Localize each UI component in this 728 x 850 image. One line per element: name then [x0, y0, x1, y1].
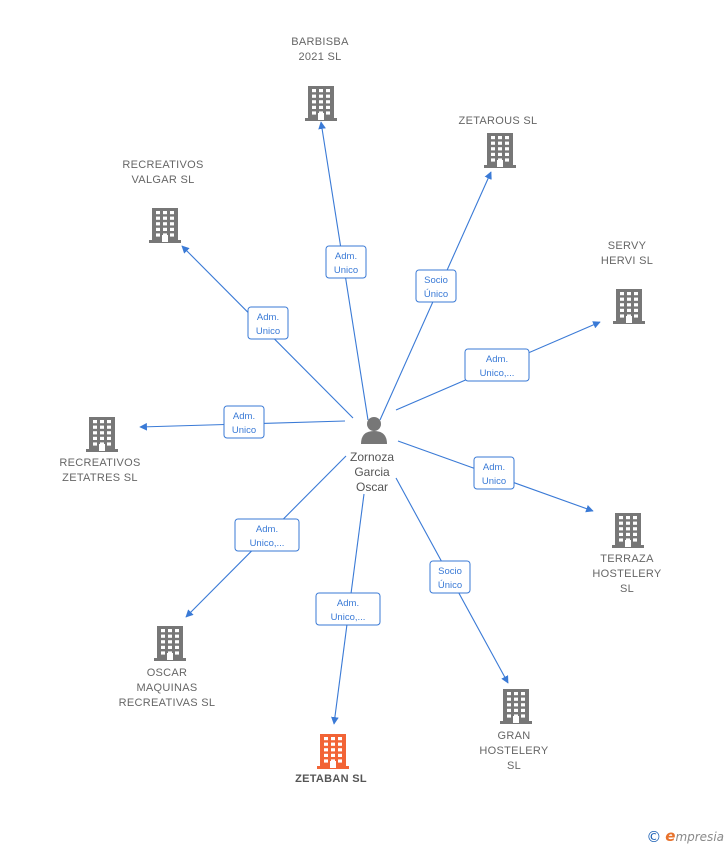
building-icon [500, 689, 532, 724]
role-label-text: Unico,... [480, 368, 515, 379]
company-name-line: 2021 SL [298, 51, 341, 63]
role-label-text: Adm. [257, 312, 279, 323]
role-label-text: Unico [232, 425, 256, 436]
role-label-box [464, 348, 530, 382]
company-node-recreativos-zetatres[interactable]: RECREATIVOS ZETATRES SL [59, 417, 140, 484]
company-node-oscar-maquinas[interactable]: OSCAR MAQUINAS RECREATIVAS SL [119, 626, 216, 709]
company-name-line: BARBISBA [291, 36, 349, 48]
company-name-line: HERVI SL [601, 255, 653, 267]
building-icon [154, 626, 186, 661]
person-name-line: Garcia [354, 465, 390, 479]
role-label-box [325, 245, 367, 279]
copyright-icon: © [646, 828, 662, 846]
role-label-text: Socio [438, 566, 462, 577]
company-name-line: OSCAR [147, 667, 188, 679]
brand-logo-text: mpresia [675, 830, 724, 844]
company-name-line: HOSTELERY [479, 745, 548, 757]
role-label-text: Socio [424, 275, 448, 286]
company-node-recreativos-valgar[interactable]: RECREATIVOS VALGAR SL [122, 159, 203, 243]
role-label-zetaban[interactable]: Adm. Unico,... [315, 592, 381, 626]
company-name-line: RECREATIVOS [59, 457, 140, 469]
brand-logo-initial: e [665, 827, 676, 845]
role-label-oscar-maquinas[interactable]: Adm. Unico,... [234, 518, 300, 552]
company-name-line: GRAN [498, 730, 531, 742]
role-label-text: Unico [482, 476, 506, 487]
role-label-text: Unico [256, 326, 280, 337]
role-label-terraza-hostelery[interactable]: Adm. Unico [473, 456, 515, 490]
role-label-barbisba[interactable]: Adm. Unico [325, 245, 367, 279]
company-name-line: MAQUINAS [136, 682, 197, 694]
building-icon [613, 289, 645, 324]
company-node-terraza-hostelery[interactable]: TERRAZA HOSTELERY SL [592, 513, 662, 595]
role-label-text: Unico [334, 265, 358, 276]
role-label-text: Adm. [337, 598, 359, 609]
building-icon [612, 513, 644, 548]
role-label-text: Adm. [233, 411, 255, 422]
company-node-barbisba[interactable]: BARBISBA 2021 SL [291, 36, 349, 121]
person-name-line: Oscar [356, 480, 388, 494]
role-label-box [247, 306, 289, 340]
role-label-box [315, 592, 381, 626]
company-name-line: SL [507, 760, 521, 772]
role-label-box [415, 269, 457, 303]
company-name-line: RECREATIVOS [122, 159, 203, 171]
company-name-line: SL [620, 583, 634, 595]
person-icon [361, 417, 387, 444]
role-label-text: Adm. [486, 354, 508, 365]
role-label-text: Adm. [335, 251, 357, 262]
building-icon [317, 734, 349, 769]
role-label-box [473, 456, 515, 490]
role-label-servy-hervi[interactable]: Adm. Unico,... [464, 348, 530, 382]
role-label-text: Unico,... [331, 612, 366, 623]
company-node-servy-hervi[interactable]: SERVY HERVI SL [601, 240, 653, 324]
company-name-line: VALGAR SL [131, 174, 194, 186]
company-name-line: SERVY [608, 240, 647, 252]
building-icon [305, 86, 337, 121]
role-label-text: Único [438, 580, 462, 591]
company-name-line: ZETAROUS SL [459, 115, 538, 127]
company-name-line: RECREATIVAS SL [119, 697, 216, 709]
role-label-text: Unico,... [250, 538, 285, 549]
role-label-text: Adm. [256, 524, 278, 535]
role-label-box [223, 405, 265, 439]
role-label-box [234, 518, 300, 552]
company-node-gran-hostelery[interactable]: GRAN HOSTELERY SL [479, 689, 549, 772]
building-icon [86, 417, 118, 452]
role-label-recreativos-valgar[interactable]: Adm. Unico [247, 306, 289, 340]
company-name-line: ZETABAN SL [295, 773, 367, 785]
role-label-recreativos-zetatres[interactable]: Adm. Unico [223, 405, 265, 439]
company-name-line: TERRAZA [600, 553, 654, 565]
company-node-zetaban[interactable]: ZETABAN SL [295, 734, 367, 785]
building-icon [149, 208, 181, 243]
company-name-line: ZETATRES SL [62, 472, 138, 484]
role-label-text: Único [424, 289, 448, 300]
brand-footer[interactable]: © empresia [646, 827, 724, 846]
person-name-line: Zornoza [350, 450, 394, 464]
company-node-zetarous[interactable]: ZETAROUS SL [459, 115, 538, 168]
company-name-line: HOSTELERY [592, 568, 661, 580]
building-icon [484, 133, 516, 168]
role-label-box [429, 560, 471, 594]
role-label-text: Adm. [483, 462, 505, 473]
